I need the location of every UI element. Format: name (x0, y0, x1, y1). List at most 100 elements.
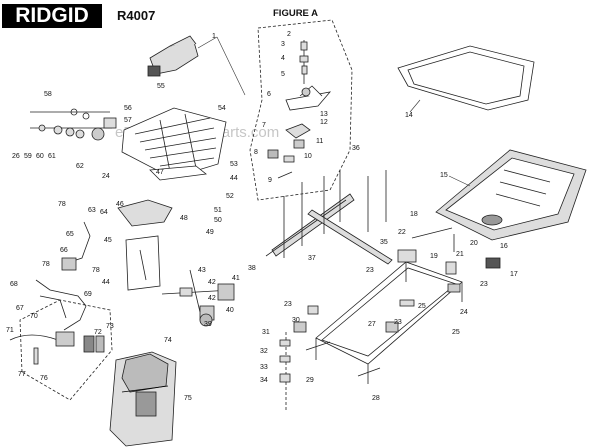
callout-78-b: 78 (42, 261, 50, 268)
callout-75: 75 (184, 395, 192, 402)
callout-69: 69 (84, 291, 92, 298)
side-rails (265, 170, 393, 265)
callout-2: 2 (287, 31, 291, 38)
callout-76: 76 (40, 375, 48, 382)
rail-frame-part (397, 45, 535, 111)
callout-8: 8 (254, 149, 258, 156)
figure-title: FIGURE A (273, 8, 319, 19)
callout-49: 49 (206, 229, 214, 236)
callout-42-a: 42 (208, 279, 216, 286)
callout-31: 31 (262, 329, 270, 336)
callout-44-b: 44 (230, 175, 238, 182)
callout-20: 20 (470, 240, 478, 247)
callout-68: 68 (10, 281, 18, 288)
stand-frame-part (305, 261, 463, 384)
callout-61: 61 (48, 153, 56, 160)
callout-23-b: 23 (480, 281, 488, 288)
callout-47: 47 (156, 169, 164, 176)
callout-59: 59 (24, 153, 32, 160)
callout-6: 6 (267, 91, 271, 98)
callout-44-a: 44 (102, 279, 110, 286)
callout-25-b: 25 (452, 329, 460, 336)
callout-13: 13 (320, 111, 328, 118)
callout-7: 7 (262, 122, 266, 129)
callout-1: 1 (212, 33, 216, 40)
callout-43: 43 (198, 267, 206, 274)
callout-25-a: 25 (418, 303, 426, 310)
callout-22: 22 (398, 229, 406, 236)
callout-28: 28 (372, 395, 380, 402)
pump-group-outline (19, 299, 113, 401)
callout-23-d: 23 (394, 319, 402, 326)
misc-hardware-right (279, 227, 501, 410)
callout-48: 48 (180, 215, 188, 222)
callout-56: 56 (124, 105, 132, 112)
callout-60: 60 (36, 153, 44, 160)
callout-66: 66 (60, 247, 68, 254)
callout-32: 32 (260, 348, 268, 355)
callout-17: 17 (510, 271, 518, 278)
callout-50: 50 (214, 217, 222, 224)
callout-labels: 1 2 3 4 5 6 7 8 9 10 11 12 13 14 15 16 1… (6, 31, 518, 402)
callout-78-c: 78 (92, 267, 100, 274)
callout-58: 58 (44, 91, 52, 98)
callout-3: 3 (281, 41, 285, 48)
callout-53: 53 (230, 161, 238, 168)
callout-26: 26 (12, 153, 20, 160)
callout-38: 38 (248, 265, 256, 272)
callout-73: 73 (106, 323, 114, 330)
callout-4: 4 (281, 55, 285, 62)
figure-a-outline (249, 19, 353, 201)
callout-62: 62 (76, 163, 84, 170)
callout-72: 72 (94, 329, 102, 336)
callout-24-b: 24 (102, 173, 110, 180)
callout-14: 14 (405, 112, 413, 119)
callout-11: 11 (316, 138, 323, 145)
callout-18: 18 (410, 211, 418, 218)
water-hose-assembly (9, 221, 105, 365)
callout-77: 77 (18, 371, 26, 378)
bracket-part (125, 235, 161, 291)
callout-33: 33 (260, 364, 268, 371)
callout-55: 55 (157, 83, 165, 90)
callout-36: 36 (352, 145, 360, 152)
callout-34: 34 (260, 377, 268, 384)
callout-63: 63 (88, 207, 96, 214)
callout-74: 74 (164, 337, 172, 344)
callout-70: 70 (30, 313, 38, 320)
blade-guard-part (147, 35, 199, 77)
callout-45: 45 (104, 237, 112, 244)
callout-15: 15 (440, 172, 448, 179)
callout-67: 67 (16, 305, 24, 312)
water-pan-part (435, 149, 587, 241)
callout-46: 46 (116, 201, 124, 208)
callout-54: 54 (218, 105, 226, 112)
callout-57: 57 (124, 117, 132, 124)
callout-30: 30 (292, 317, 300, 324)
table-top-part (121, 107, 227, 179)
callout-35: 35 (380, 239, 388, 246)
callout-42-b: 42 (208, 295, 216, 302)
callout-40: 40 (226, 307, 234, 314)
water-tub-part (109, 351, 177, 447)
callout-29: 29 (306, 377, 314, 384)
model-number: R4007 (117, 8, 156, 23)
callout-16: 16 (500, 243, 508, 250)
callout-12: 12 (320, 119, 328, 126)
callout-27: 27 (368, 321, 376, 328)
callout-24: 24 (460, 309, 468, 316)
callout-71: 71 (6, 327, 14, 334)
callout-39: 39 (204, 321, 212, 328)
callout-21: 21 (456, 251, 464, 258)
callout-10: 10 (304, 153, 312, 160)
callout-23-c: 23 (284, 301, 292, 308)
callout-52: 52 (226, 193, 234, 200)
miter-guide-assembly (267, 40, 332, 179)
motor-part-group (161, 269, 235, 327)
arbor-parts-row (30, 108, 117, 141)
callout-64: 64 (100, 209, 108, 216)
callout-19: 19 (430, 253, 438, 260)
callout-51: 51 (214, 207, 222, 214)
callout-9: 9 (268, 177, 272, 184)
